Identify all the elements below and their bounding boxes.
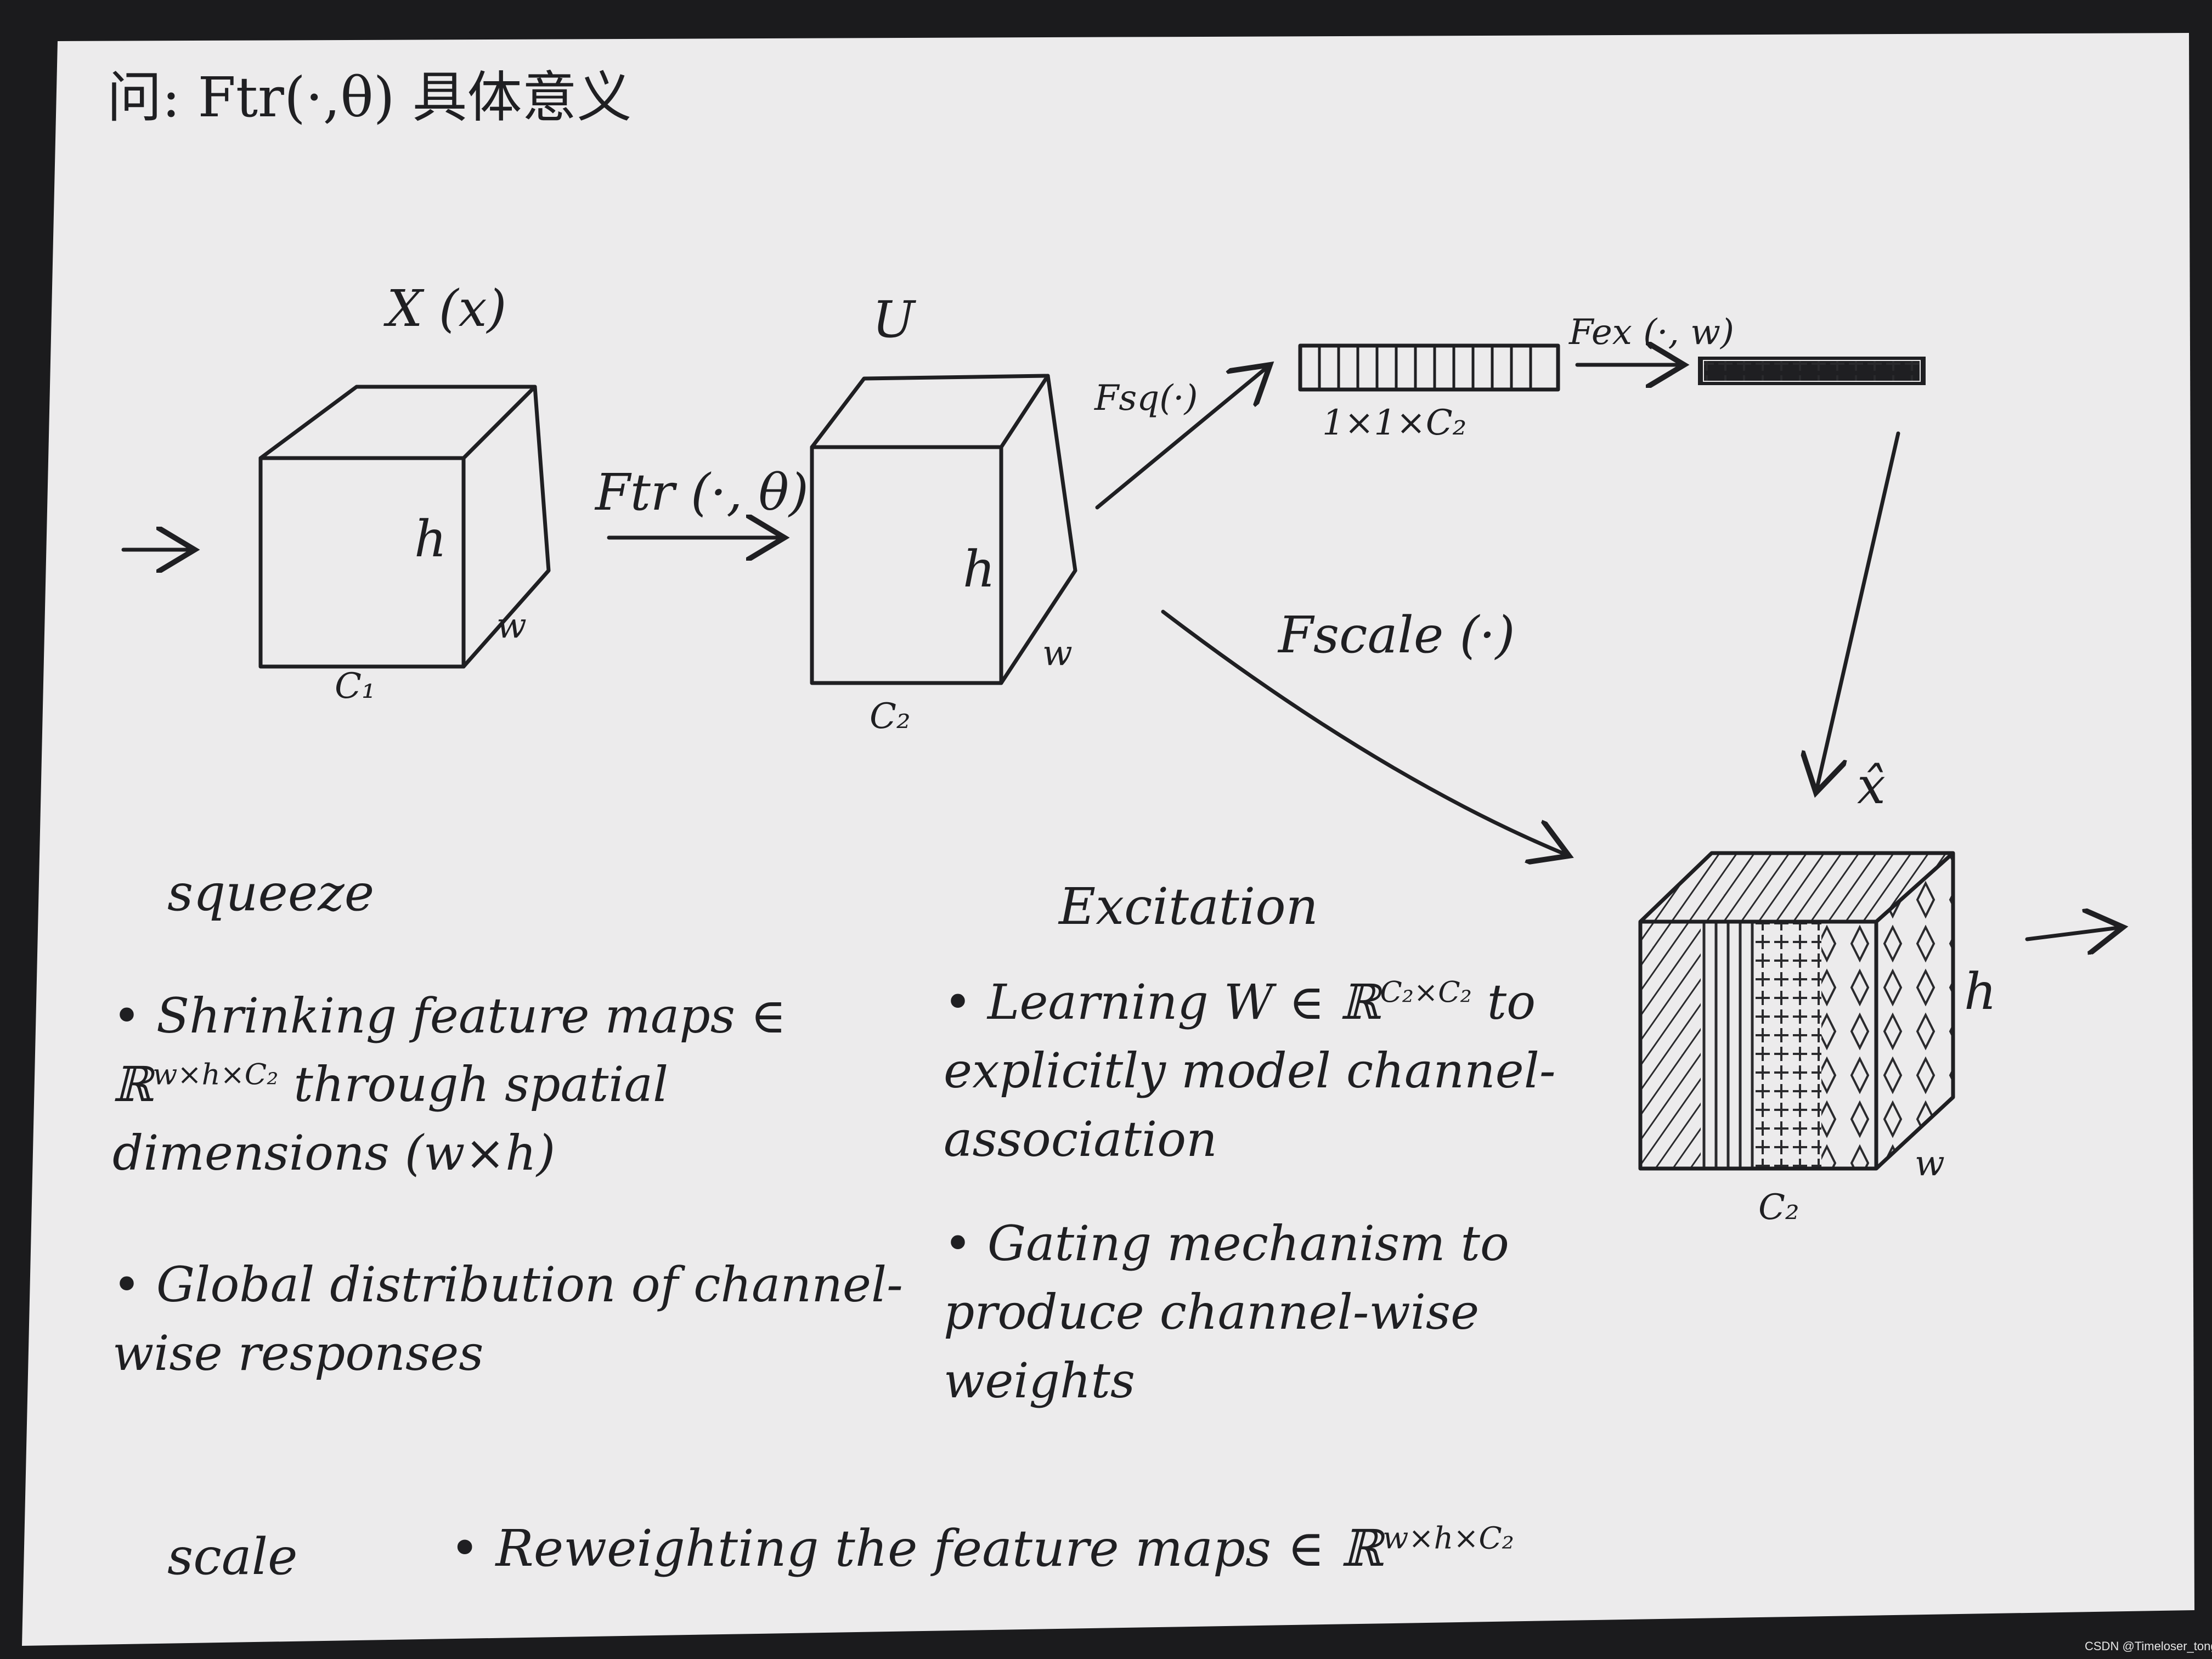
input-c-label: C₁ bbox=[335, 666, 376, 707]
page-title: 问: Ftr(·,θ) 具体意义 bbox=[107, 65, 632, 129]
scale-point: • Reweighting the feature maps ∈ ℝw×h×C₂ bbox=[450, 1519, 1514, 1578]
output-h-label: h bbox=[1964, 962, 1997, 1021]
u-c-label: C₂ bbox=[870, 696, 911, 737]
squeeze-point-2: • Global distribution of channel-wise re… bbox=[112, 1256, 903, 1381]
squeeze-point-1: • Shrinking feature maps ∈ ℝw×h×C₂ throu… bbox=[112, 988, 786, 1181]
excitation-weights-bar bbox=[1698, 357, 1926, 385]
input-h-label: h bbox=[414, 510, 447, 568]
xhat-label: x̂ bbox=[1857, 757, 1886, 815]
weights-to-output-arrow bbox=[1816, 431, 1900, 793]
feature-cube-u bbox=[810, 374, 1077, 685]
fsq-arrow bbox=[1095, 365, 1270, 510]
excitation-heading: Excitation bbox=[1059, 877, 1318, 936]
ftr-label: Ftr (·, θ) bbox=[595, 463, 809, 522]
u-w-label: w bbox=[1042, 633, 1073, 674]
fscale-arrow bbox=[1161, 610, 1569, 856]
input-x-label: X (x) bbox=[387, 279, 507, 338]
u-label: U bbox=[872, 290, 915, 349]
input-cube-x bbox=[258, 385, 551, 669]
squeezed-vector bbox=[1298, 343, 1560, 392]
paper-surface bbox=[22, 33, 2194, 1646]
input-w-label: w bbox=[496, 606, 527, 646]
output-c-label: C₂ bbox=[1758, 1187, 1799, 1228]
fscale-label: Fscale (·) bbox=[1278, 606, 1515, 664]
excitation-point-2: • Gating mechanism to produce channel-wi… bbox=[944, 1215, 1509, 1409]
squeeze-heading: squeeze bbox=[167, 864, 375, 922]
vec-dims-label: 1×1×C₂ bbox=[1322, 403, 1467, 443]
output-cube-xhat bbox=[1638, 851, 1955, 1171]
fex-label: Fex (·, w) bbox=[1569, 312, 1734, 353]
excitation-point-1: • Learning W ∈ ℝC₂×C₂ to explicitly mode… bbox=[944, 974, 1556, 1167]
watermark-credit: CSDN @Timeloser_tong bbox=[2085, 1639, 2212, 1653]
scale-heading: scale bbox=[167, 1527, 298, 1586]
fsq-label: Fsq(·) bbox=[1094, 378, 1198, 419]
output-arrow bbox=[2025, 927, 2123, 939]
output-w-label: w bbox=[1915, 1143, 1945, 1184]
u-h-label: h bbox=[963, 540, 996, 599]
